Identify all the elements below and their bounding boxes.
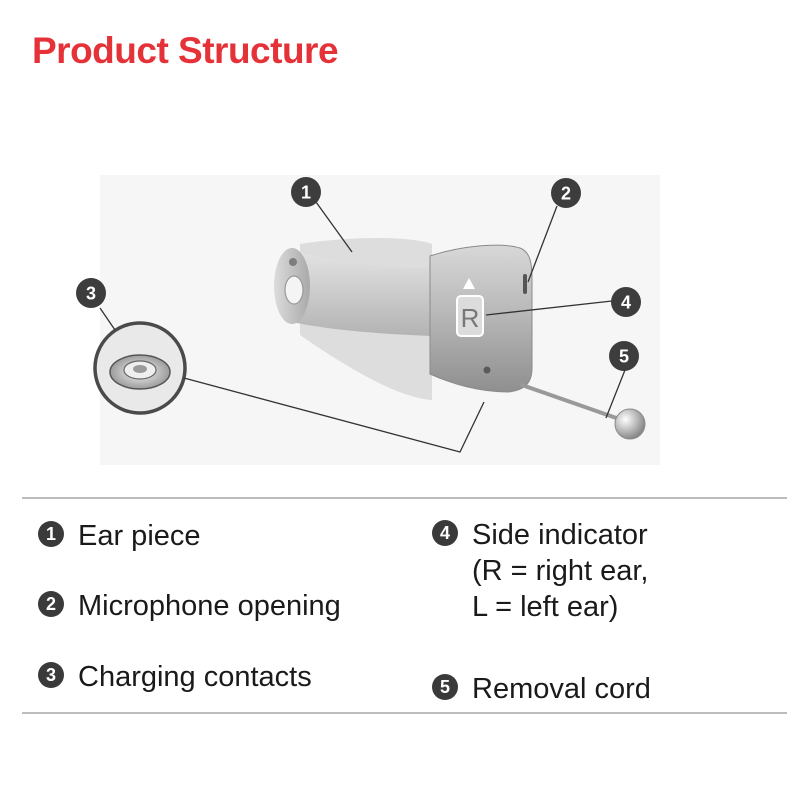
leader-5	[605, 369, 626, 419]
microphone-opening	[523, 274, 527, 294]
legend-item-removal-cord: 5 Removal cord	[432, 671, 651, 707]
svg-text:1: 1	[301, 183, 311, 203]
leader-2	[527, 205, 558, 283]
leader-3b	[183, 377, 485, 453]
number-3-icon: 3	[38, 662, 64, 688]
callout-1: 1	[291, 177, 321, 207]
legend-label: Side indicator	[472, 519, 648, 551]
number-2-icon: 2	[38, 591, 64, 617]
callout-3: 3	[76, 278, 106, 308]
svg-text:5: 5	[619, 347, 629, 367]
legend-label: Removal cord	[472, 673, 651, 705]
leader-4	[485, 300, 613, 316]
legend-bottom-divider	[22, 712, 787, 714]
svg-text:3: 3	[86, 284, 96, 304]
legend-label: Microphone opening	[78, 590, 341, 622]
legend-label-line3: L = left ear)	[472, 591, 619, 623]
number-1-icon: 1	[38, 521, 64, 547]
legend-label: Charging contacts	[78, 661, 312, 693]
callout-2: 2	[551, 178, 581, 208]
svg-text:2: 2	[561, 184, 571, 204]
legend-label: Ear piece	[78, 520, 201, 552]
callout-4: 4	[611, 287, 641, 317]
legend-item-ear-piece: 1 Ear piece	[38, 518, 201, 554]
side-indicator: R	[456, 278, 484, 337]
ear-piece	[274, 248, 430, 336]
number-5-icon: 5	[432, 674, 458, 700]
page-title: Product Structure	[32, 30, 339, 71]
leader-1	[315, 201, 353, 253]
product-diagram: R 1 2 3 4 5	[76, 177, 646, 453]
legend-item-microphone-opening: 2 Microphone opening	[38, 588, 341, 624]
svg-text:4: 4	[621, 293, 631, 313]
callout-5: 5	[609, 341, 639, 371]
removal-cord	[520, 383, 646, 440]
legend-item-side-indicator: 4 Side indicator (R = right ear, L = lef…	[432, 517, 649, 625]
legend-label-line2: (R = right ear,	[472, 555, 649, 587]
legend-top-divider	[22, 497, 787, 499]
leader-lines	[99, 201, 626, 453]
indicator-dot	[483, 366, 491, 374]
leader-3a	[99, 307, 116, 331]
charging-contacts-detail	[93, 321, 187, 415]
number-4-icon: 4	[432, 520, 458, 546]
legend-item-charging-contacts: 3 Charging contacts	[38, 659, 312, 695]
side-letter: R	[461, 303, 480, 333]
